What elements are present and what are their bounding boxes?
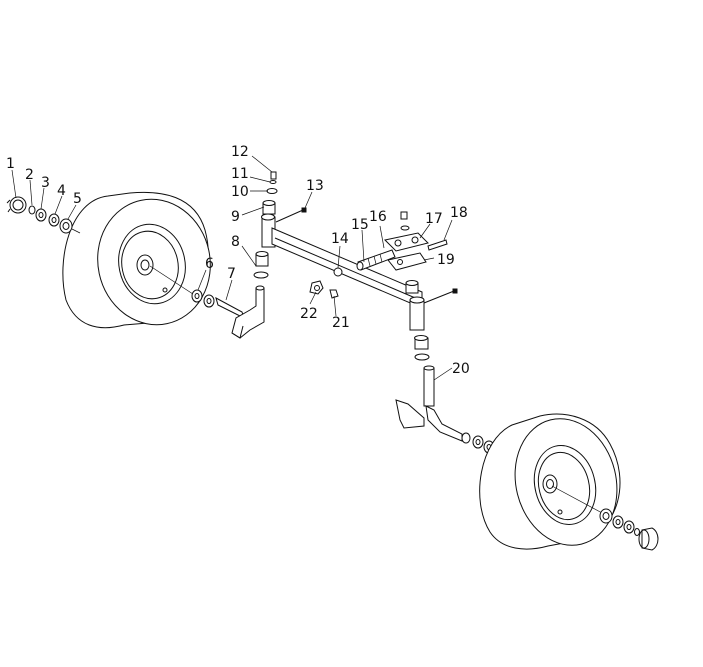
leader-lines	[11, 155, 453, 381]
callout-22: 22	[300, 306, 318, 322]
right-kingpin-hardware	[414, 335, 430, 361]
callout-21: 21	[332, 315, 350, 331]
callout-20: 20	[452, 361, 470, 377]
callout-17: 17	[425, 211, 443, 227]
callout-2: 2	[25, 167, 34, 183]
callout-18: 18	[450, 205, 468, 221]
callout-10: 10	[231, 184, 249, 200]
left-wheel	[62, 191, 211, 329]
left-inner-bearing	[191, 289, 215, 308]
callout-4: 4	[57, 183, 66, 199]
callout-3: 3	[41, 175, 50, 191]
callout-8: 8	[231, 234, 240, 250]
pivot-bracket	[383, 211, 448, 294]
callout-12: 12	[231, 144, 249, 160]
callout-19: 19	[437, 252, 455, 268]
callout-5: 5	[73, 191, 82, 207]
callout-9: 9	[231, 209, 240, 225]
callout-14: 14	[331, 231, 349, 247]
callout-13: 13	[306, 178, 324, 194]
callout-15: 15	[351, 217, 369, 233]
callout-16: 16	[369, 209, 387, 225]
left-spindle	[215, 285, 265, 339]
right-wheel	[479, 413, 621, 550]
axle-nuts	[309, 280, 339, 299]
callout-labels: 1 2 3 4 5 6 7 8 9 10 11 12 13 14 15 16 1…	[6, 144, 470, 377]
callout-7: 7	[227, 266, 236, 282]
callout-6: 6	[205, 256, 214, 272]
pivot-pin	[356, 249, 396, 271]
callout-11: 11	[231, 166, 249, 182]
left-hub-hardware	[6, 196, 81, 234]
axle-beam	[261, 207, 458, 331]
callout-1: 1	[6, 156, 15, 172]
right-hub-hardware	[599, 508, 659, 551]
left-kingpin-hardware	[253, 171, 278, 279]
right-spindle	[395, 365, 495, 454]
